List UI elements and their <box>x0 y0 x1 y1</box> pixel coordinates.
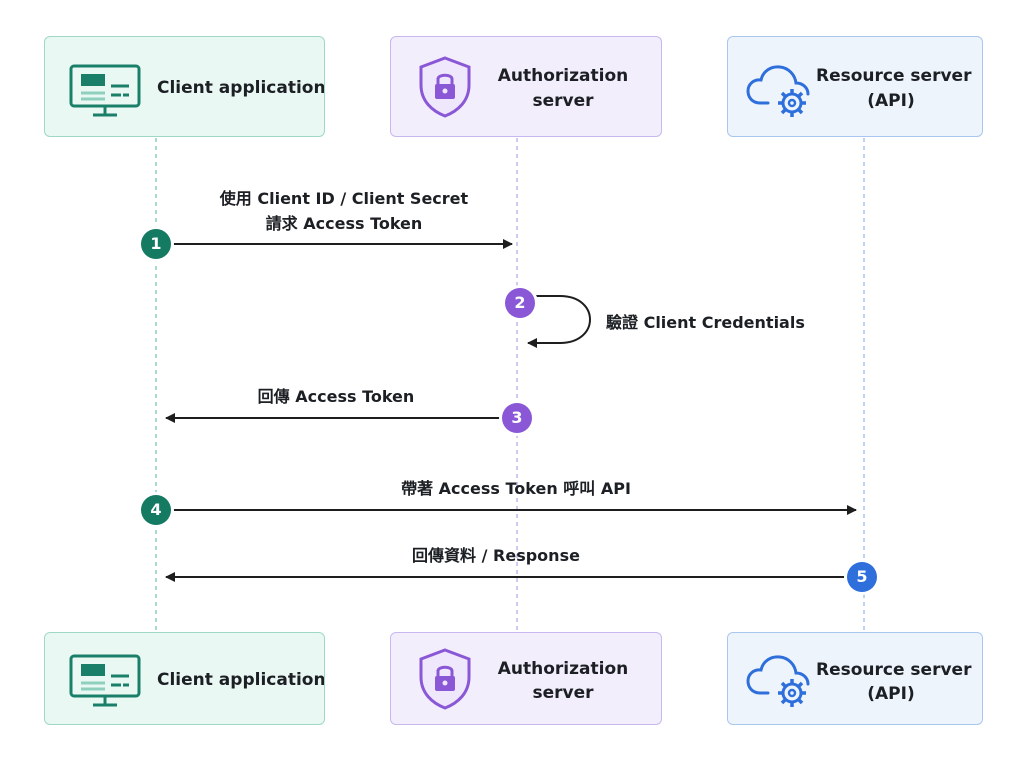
participant-client-bottom: Client application <box>44 632 325 725</box>
participant-resource-label-line1: Resource server <box>816 66 972 86</box>
participant-client-top: Client application <box>44 36 325 137</box>
message-1-label-line2: 請求 Access Token <box>265 214 423 233</box>
participant-auth-label-line1: Authorization <box>497 659 629 679</box>
participant-client-label: Client application <box>157 670 325 690</box>
participant-resource-label-line1: Resource server <box>816 660 972 680</box>
message-5-label: 回傳資料 / Response <box>412 546 580 565</box>
participant-auth-bottom: Authorization server <box>390 632 662 725</box>
shield-lock-icon <box>419 648 471 710</box>
step-badge-1: 1 <box>141 229 171 259</box>
monitor-icon <box>69 654 141 707</box>
participant-resource-label-line2: (API) <box>867 91 915 111</box>
step-badge-2: 2 <box>505 288 535 318</box>
step-badge-3: 3 <box>502 403 532 433</box>
participant-auth-label-line2: server <box>532 683 594 703</box>
step-badge-4: 4 <box>141 495 171 525</box>
shield-lock-icon <box>419 56 471 118</box>
message-3-label: 回傳 Access Token <box>257 387 415 406</box>
step-badge-5: 5 <box>847 562 877 592</box>
participant-resource-top: Resource server (API) <box>727 36 983 137</box>
cloud-gear-icon <box>746 65 810 117</box>
participant-auth-label-line1: Authorization <box>497 66 629 86</box>
participant-resource-bottom: Resource server (API) <box>727 632 983 725</box>
message-4-label: 帶著 Access Token 呼叫 API <box>401 479 631 498</box>
participant-auth-label-line2: server <box>532 91 594 111</box>
message-2-label: 驗證 Client Credentials <box>606 313 805 332</box>
cloud-gear-icon <box>746 655 810 707</box>
message-arrow-2 <box>527 295 591 348</box>
monitor-icon <box>69 64 141 117</box>
participant-client-label: Client application <box>157 78 325 98</box>
participant-resource-label-line2: (API) <box>867 684 915 704</box>
participant-auth-top: Authorization server <box>390 36 662 137</box>
message-1-label-line1: 使用 Client ID / Client Secret <box>219 189 469 208</box>
